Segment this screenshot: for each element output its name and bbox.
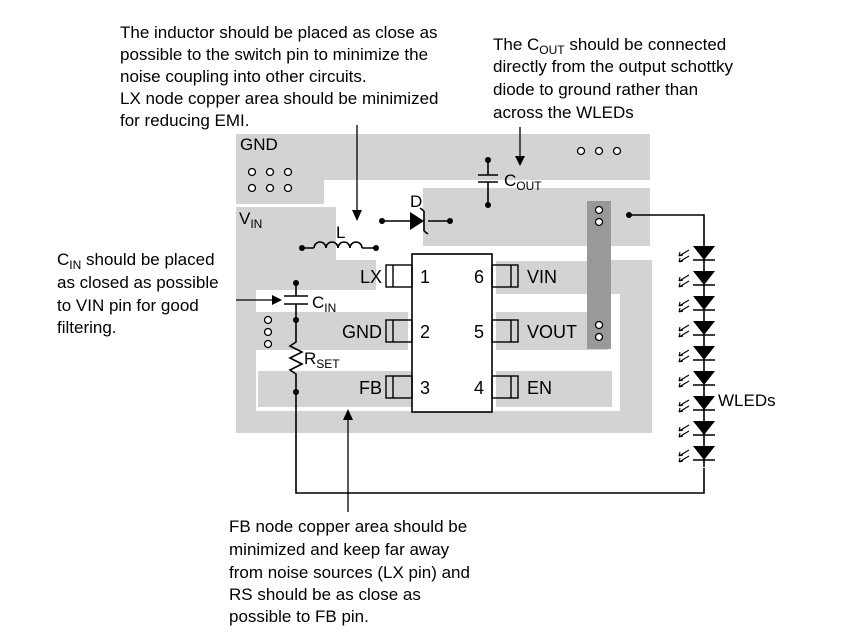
svg-text:to VIN pin for good: to VIN pin for good (57, 296, 199, 315)
wled-diode (678, 296, 715, 313)
svg-text:across the WLEDs: across the WLEDs (493, 103, 634, 122)
pin-number-2: 2 (420, 322, 430, 342)
en-pin-copper-fill (496, 371, 612, 407)
vin-copper-neck (336, 260, 376, 290)
pin-name-gnd: GND (342, 322, 382, 342)
pin-name-vout: VOUT (527, 322, 577, 342)
diode-label: D (410, 192, 422, 211)
via (265, 183, 275, 193)
svg-text:CIN should be placed: CIN should be placed (57, 250, 215, 272)
wled-diode (678, 446, 715, 463)
feedback-wire (295, 392, 705, 494)
gnd-area-label: GND (240, 135, 278, 154)
inductor-label: L (336, 223, 345, 242)
rset-resistor (288, 320, 304, 392)
pin-number-4: 4 (474, 378, 484, 398)
gnd-copper-bottom-left (236, 290, 256, 433)
callout-arrows (236, 125, 525, 512)
svg-text:FB node copper area should be: FB node copper area should be (229, 517, 467, 536)
via (247, 167, 257, 177)
pad-1 (385, 264, 413, 288)
cout-label: COUT (504, 171, 542, 193)
note-cout: The COUT should be connected directly fr… (493, 35, 733, 122)
via (265, 167, 275, 177)
wled-diode (678, 321, 715, 338)
cout-copper (423, 188, 650, 246)
pad-3 (385, 375, 413, 399)
via (247, 183, 257, 193)
gnd-copper-bottom (236, 411, 652, 433)
svg-text:RS should be as close as: RS should be as close as (229, 585, 421, 604)
pin-number-3: 3 (420, 378, 430, 398)
pin-number-6: 6 (474, 267, 484, 287)
svg-text:from noise sources (LX pin) an: from noise sources (LX pin) and (229, 563, 470, 582)
wled-diode (678, 271, 715, 288)
pin-name-lx: LX (360, 267, 382, 287)
via (594, 205, 604, 215)
svg-text:The COUT should be connected: The COUT should be connected (493, 35, 726, 57)
note-cin: CIN should be placed as closed as possib… (57, 250, 219, 337)
via (594, 332, 604, 342)
pad-5 (491, 319, 519, 343)
wled-diode (678, 371, 715, 388)
svg-text:possible to the switch pin to: possible to the switch pin to minimize t… (120, 45, 428, 64)
svg-text:LX node copper area should be: LX node copper area should be minimized (120, 89, 438, 108)
svg-text:noise coupling into other circ: noise coupling into other circuits. (120, 67, 367, 86)
gnd-pin-copper-fill (256, 312, 408, 350)
via (576, 146, 586, 156)
svg-text:filtering.: filtering. (57, 318, 117, 337)
note-fb: FB node copper area should be minimized … (229, 517, 470, 626)
via (263, 315, 273, 325)
pad-6 (491, 264, 519, 288)
svg-text:possible to FB pin.: possible to FB pin. (229, 607, 369, 626)
via (283, 167, 293, 177)
vin-copper (236, 207, 336, 290)
junction-dots (293, 157, 632, 395)
via (612, 146, 622, 156)
via (263, 339, 273, 349)
via (594, 146, 604, 156)
svg-text:minimized and keep far away: minimized and keep far away (229, 540, 450, 559)
rset-label: RSET (304, 349, 340, 371)
svg-text:directly from the output schot: directly from the output schottky (493, 57, 733, 76)
wleds-label: WLEDs (718, 391, 776, 410)
cout-capacitor (478, 160, 498, 202)
svg-text:diode to ground rather than: diode to ground rather than (493, 80, 698, 99)
pin-labels: LX 1 GND 2 FB 3 6 VIN 5 VOUT 4 EN (342, 267, 577, 398)
ic-chip (411, 253, 493, 413)
via (594, 217, 604, 227)
vias (247, 146, 622, 349)
wled-chain (678, 242, 715, 467)
via (594, 320, 604, 330)
svg-text:The inductor should be placed: The inductor should be placed as close a… (120, 23, 438, 42)
pad-2 (385, 319, 413, 343)
diode-bar (419, 207, 429, 235)
pad-4 (491, 375, 519, 399)
gap-4 (612, 294, 620, 411)
cin-capacitor (284, 283, 308, 320)
pin-name-en: EN (527, 378, 552, 398)
svg-text:as closed as possible: as closed as possible (57, 273, 219, 292)
note-inductor: The inductor should be placed as close a… (120, 23, 438, 130)
wled-diode (678, 346, 715, 363)
diode-symbol (410, 212, 424, 230)
svg-text:for reducing EMI.: for reducing EMI. (120, 111, 249, 130)
via (283, 183, 293, 193)
vin-area-label: VIN (239, 209, 262, 231)
wled-top-wire (630, 214, 705, 242)
ic-pads (385, 264, 519, 399)
pin-name-fb: FB (359, 378, 382, 398)
gap-5 (256, 294, 258, 411)
cin-label: CIN (312, 293, 336, 315)
wled-diode (678, 246, 715, 263)
pin-name-vin: VIN (527, 267, 557, 287)
pin-number-5: 5 (474, 322, 484, 342)
wled-diode (678, 396, 715, 413)
via (263, 327, 273, 337)
wled-diode (678, 421, 715, 438)
schematic-wires (284, 160, 705, 494)
pin-number-1: 1 (420, 267, 430, 287)
